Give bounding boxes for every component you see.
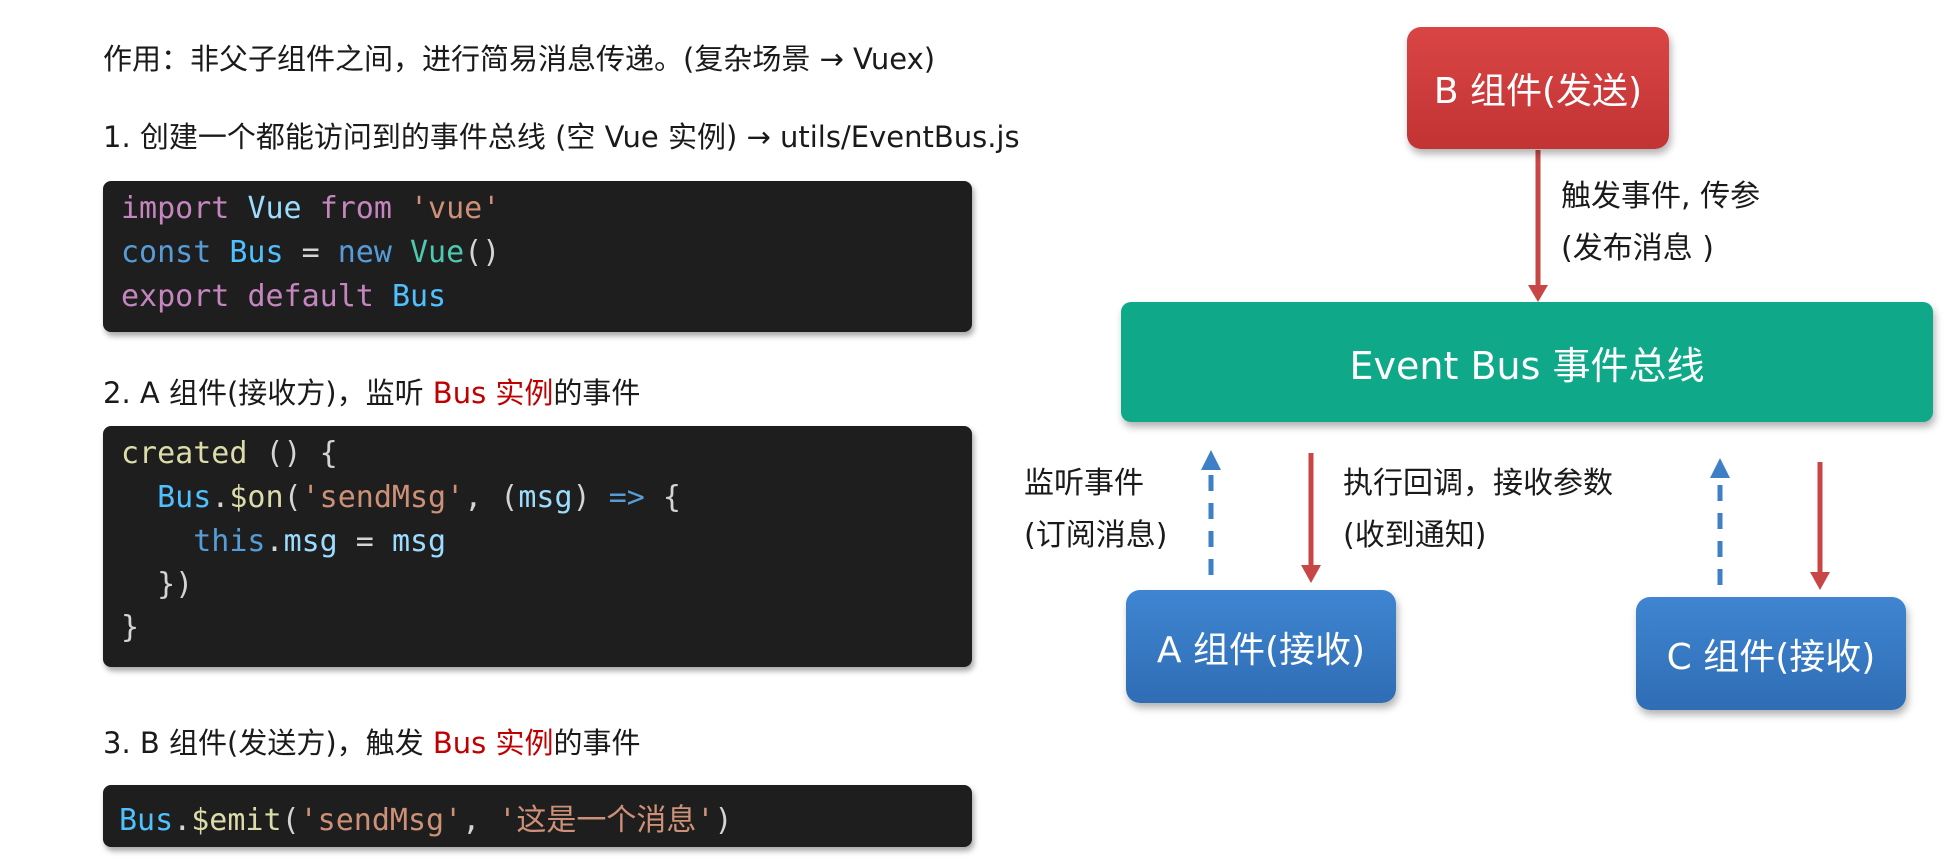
- code-token: ): [714, 803, 733, 838]
- arrow-bus-to-a-head: [1301, 565, 1321, 583]
- code-line: const Bus = new Vue(): [121, 235, 500, 270]
- code-token: created: [121, 436, 248, 471]
- code-token: ): [572, 480, 609, 515]
- code-token: $on: [229, 480, 284, 515]
- code-token: export: [121, 279, 230, 314]
- code-token: msg: [518, 480, 573, 515]
- code-token: .: [211, 480, 230, 515]
- arrow-c-listen-head: [1710, 458, 1730, 478]
- listen-label-line-2: (订阅消息): [1024, 518, 1168, 553]
- code-token: =>: [608, 480, 645, 515]
- code-token: (: [283, 480, 302, 515]
- code-token: (): [464, 235, 501, 270]
- code-line: Bus.$on('sendMsg', (msg) => {: [121, 480, 681, 515]
- arrow-bus-to-c-head: [1810, 572, 1830, 590]
- step-2-post: 的事件: [553, 376, 641, 410]
- step-3-heading: 3. B 组件(发送方)，触发 Bus 实例的事件: [103, 720, 640, 762]
- code-token: from: [319, 191, 392, 226]
- a-component-box: A 组件(接收): [1126, 590, 1396, 703]
- code-token: $emit: [191, 803, 282, 838]
- callback-label-line-2: (收到通知): [1343, 518, 1487, 553]
- step-2-highlight: Bus 实例: [432, 376, 554, 410]
- code-token: =: [283, 235, 338, 270]
- code-token: (: [281, 803, 300, 838]
- code-token: Bus: [157, 480, 212, 515]
- code-line: export default Bus: [121, 279, 446, 314]
- step-3-highlight: Bus 实例: [432, 726, 554, 760]
- code-token: ,: [462, 803, 499, 838]
- code-line: }: [121, 610, 139, 645]
- code-token: }: [121, 610, 140, 645]
- code-block-sender: Bus.$emit('sendMsg', '这是一个消息'): [103, 785, 972, 847]
- c-component-box: C 组件(接收): [1636, 597, 1906, 710]
- code-block-eventbus: import Vue from 'vue' const Bus = new Vu…: [103, 181, 972, 332]
- trigger-label-line-2: (发布消息 ): [1561, 231, 1714, 266]
- code-token: =: [337, 524, 392, 559]
- code-token: , (: [464, 480, 519, 515]
- code-token: }): [121, 567, 194, 602]
- code-token: Bus: [119, 803, 174, 838]
- code-token: import: [121, 191, 230, 226]
- code-block-receiver: created () { Bus.$on('sendMsg', (msg) =>…: [103, 426, 972, 667]
- code-token: {: [644, 480, 681, 515]
- code-token: .: [173, 803, 192, 838]
- code-token: msg: [283, 524, 338, 559]
- listen-label-line-1: 监听事件: [1024, 466, 1144, 501]
- code-line: }): [121, 567, 193, 602]
- step-3-post: 的事件: [553, 726, 641, 760]
- code-token: new: [337, 235, 392, 270]
- code-token: Vue: [247, 191, 302, 226]
- intro-text: 作用：非父子组件之间，进行简易消息传递。(复杂场景 → Vuex): [103, 42, 936, 76]
- code-token: 'sendMsg': [299, 803, 463, 838]
- code-token: Vue: [410, 235, 465, 270]
- code-line: this.msg = msg: [121, 524, 446, 559]
- code-token: .: [265, 524, 284, 559]
- code-token: () {: [247, 436, 338, 471]
- code-line: import Vue from 'vue': [121, 191, 500, 226]
- code-token: Bus: [229, 235, 284, 270]
- step-2-pre: 2. A 组件(接收方)，监听: [103, 376, 433, 410]
- code-token: default: [247, 279, 374, 314]
- trigger-label-line-1: 触发事件, 传参: [1561, 179, 1761, 214]
- code-token: '这是一个消息': [498, 803, 715, 838]
- arrow-b-to-bus-head: [1528, 285, 1548, 302]
- step-3-pre: 3. B 组件(发送方)，触发: [103, 726, 433, 760]
- arrow-a-listen-head: [1201, 450, 1221, 470]
- code-token: 'sendMsg': [301, 480, 465, 515]
- code-line: Bus.$emit('sendMsg', '这是一个消息'): [119, 795, 733, 839]
- event-bus-box: Event Bus 事件总线: [1121, 302, 1933, 422]
- code-token: const: [121, 235, 212, 270]
- callback-label-line-1: 执行回调，接收参数: [1343, 466, 1613, 501]
- code-line: created () {: [121, 436, 338, 471]
- b-component-box: B 组件(发送): [1407, 27, 1669, 149]
- code-token: 'vue': [410, 191, 501, 226]
- code-token: this: [193, 524, 266, 559]
- code-token: msg: [391, 524, 447, 559]
- code-token: Bus: [391, 279, 447, 314]
- step-2-heading: 2. A 组件(接收方)，监听 Bus 实例的事件: [103, 370, 640, 412]
- step-1-heading: 1. 创建一个都能访问到的事件总线 (空 Vue 实例) → utils/Eve…: [103, 120, 1020, 154]
